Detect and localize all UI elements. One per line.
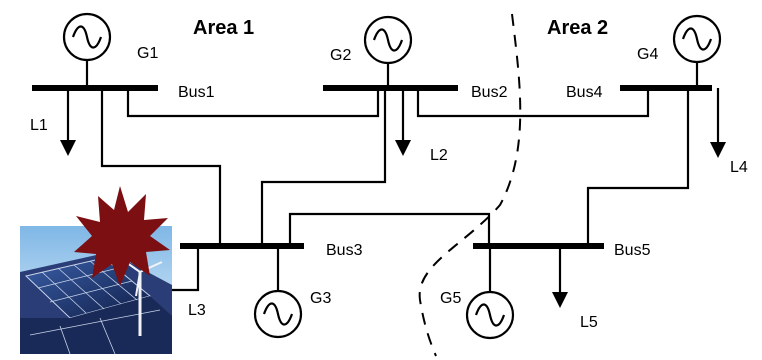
g4-label: G4 xyxy=(637,46,658,63)
generator-g5 xyxy=(467,246,513,338)
bus3-label: Bus3 xyxy=(326,242,363,259)
generator-g1 xyxy=(64,14,110,88)
load-l4-arrow-icon xyxy=(710,88,726,158)
l5-label: L5 xyxy=(580,314,598,331)
generator-g2 xyxy=(365,17,411,88)
load-l1-arrow-icon xyxy=(60,88,76,156)
g2-label: G2 xyxy=(330,47,351,64)
g3-label: G3 xyxy=(310,290,331,307)
bus5-label: Bus5 xyxy=(614,242,651,259)
load-l5-arrow-icon xyxy=(552,246,568,308)
load-l2-arrow-icon xyxy=(395,88,411,156)
transmission-lines xyxy=(102,88,688,244)
bus1-label: Bus1 xyxy=(178,84,215,101)
l1-label: L1 xyxy=(30,117,48,134)
generator-g4 xyxy=(674,16,720,88)
g5-label: G5 xyxy=(440,290,461,307)
area1-label: Area 1 xyxy=(193,17,254,39)
generator-g3 xyxy=(255,246,301,337)
l2-label: L2 xyxy=(430,147,448,164)
l4-label: L4 xyxy=(730,159,748,176)
load-l3-line xyxy=(172,246,198,290)
bus4-label: Bus4 xyxy=(566,84,603,101)
bus2-label: Bus2 xyxy=(471,84,508,101)
area2-label: Area 2 xyxy=(547,17,608,39)
g1-label: G1 xyxy=(137,45,158,62)
l3-label: L3 xyxy=(188,302,206,319)
